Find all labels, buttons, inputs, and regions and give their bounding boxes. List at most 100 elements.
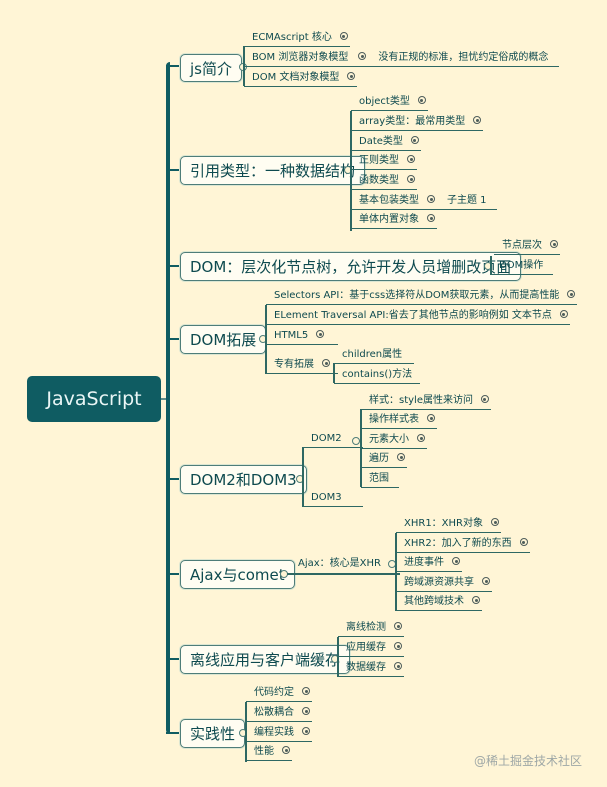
- subtopic[interactable]: ECMAscript 核心: [244, 32, 350, 47]
- subtopic[interactable]: 松散耦合: [246, 707, 312, 722]
- expand-icon[interactable]: [339, 32, 348, 40]
- expand-icon[interactable]: [473, 116, 482, 124]
- subtopic[interactable]: 应用缓存: [338, 642, 404, 657]
- subtopic[interactable]: 函数类型: [351, 175, 417, 190]
- expand-icon[interactable]: [427, 414, 435, 422]
- collapse-icon[interactable]: [358, 52, 367, 60]
- subtopic[interactable]: 范围: [361, 473, 399, 488]
- expand-icon[interactable]: [417, 434, 425, 442]
- expand-icon[interactable]: [407, 155, 415, 163]
- expand-icon[interactable]: [417, 96, 426, 104]
- subtopic-label: 范围: [369, 473, 389, 484]
- subtopic[interactable]: contains()方法: [334, 369, 420, 384]
- subtopic[interactable]: ELement Traversal API:省去了其他节点的影响例如 文本节点: [266, 310, 570, 325]
- collapse-toggle-icon[interactable]: [344, 166, 352, 174]
- expand-icon[interactable]: [397, 453, 405, 461]
- subtopic-dom3[interactable]: DOM3: [303, 492, 363, 507]
- main-trunk-line: [166, 62, 170, 734]
- subtopic[interactable]: 节点层次: [494, 240, 560, 255]
- topic-offline-apps[interactable]: 离线应用与客户端缓存: [180, 645, 351, 674]
- root-topic-javascript[interactable]: JavaScript: [27, 376, 161, 422]
- expand-icon[interactable]: [491, 518, 499, 526]
- subtopic-dom2[interactable]: DOM2: [303, 433, 363, 448]
- expand-icon[interactable]: [316, 330, 325, 338]
- collapse-icon[interactable]: [322, 359, 330, 367]
- subtopic[interactable]: 操作样式表: [361, 414, 437, 429]
- collapse-toggle-icon[interactable]: [331, 655, 339, 663]
- subtopic[interactable]: 遍历: [361, 453, 407, 468]
- subtopic-label: 正则类型: [359, 155, 399, 166]
- topic-dom-extensions[interactable]: DOM拓展: [180, 325, 267, 354]
- subtopic[interactable]: HTML5: [266, 330, 338, 345]
- expand-icon[interactable]: [407, 175, 415, 183]
- subtopic[interactable]: BOM 浏览器对象模型没有正规的标准，担忧约定俗成的概念: [244, 52, 559, 67]
- subtopic[interactable]: 基本包装类型子主题 1: [351, 195, 497, 210]
- expand-icon[interactable]: [302, 687, 310, 695]
- topic-ajax-comet[interactable]: Ajax与comet: [180, 560, 295, 589]
- subtopic-label: 元素大小: [369, 434, 409, 445]
- topic-practice[interactable]: 实践性: [180, 719, 246, 748]
- collapse-toggle-icon[interactable]: [239, 729, 247, 737]
- subtopic[interactable]: 离线检测: [338, 622, 404, 637]
- expand-icon[interactable]: [302, 707, 310, 715]
- expand-icon[interactable]: [394, 662, 402, 670]
- expand-icon[interactable]: [550, 240, 558, 248]
- subtopic[interactable]: 性能: [246, 746, 292, 761]
- expand-icon[interactable]: [567, 290, 576, 298]
- subtopic[interactable]: XHR1：XHR对象: [396, 518, 501, 533]
- expand-icon[interactable]: [394, 622, 402, 630]
- subtopic[interactable]: 元素大小: [361, 434, 427, 449]
- subtopic-label: 进度事件: [404, 557, 444, 568]
- collapse-toggle-icon[interactable]: [296, 475, 304, 483]
- expand-icon[interactable]: [519, 538, 528, 546]
- expand-icon[interactable]: [394, 642, 402, 650]
- subtopic[interactable]: 其他跨域技术: [396, 596, 482, 611]
- subtopic[interactable]: object类型: [351, 96, 428, 111]
- subtopic[interactable]: 数据缓存: [338, 662, 404, 677]
- topic-label: Ajax与comet: [190, 566, 285, 584]
- topic-dom[interactable]: DOM：层次化节点树，允许开发人员增删改页面: [180, 252, 522, 281]
- subtopic[interactable]: 单体内置对象: [351, 214, 437, 229]
- trunk-branch: [166, 658, 180, 660]
- subtopic[interactable]: Selectors API：基于css选择符从DOM获取元素，从而提高性能: [266, 290, 578, 305]
- subtopic[interactable]: Date类型: [351, 136, 421, 151]
- topic-dom2-dom3[interactable]: DOM2和DOM3: [180, 465, 307, 494]
- subtopic[interactable]: 跨域源资源共享: [396, 577, 492, 592]
- subtopic[interactable]: 正则类型: [351, 155, 417, 170]
- subtopic-label: DOM2: [311, 433, 342, 444]
- subtopic[interactable]: 代码约定: [246, 687, 312, 702]
- expand-icon[interactable]: [472, 596, 480, 604]
- subtopic-label: 编程实践: [254, 727, 294, 738]
- subtopic[interactable]: children属性: [334, 349, 414, 364]
- subtopic[interactable]: XHR2：加入了新的东西: [396, 538, 530, 553]
- expand-icon[interactable]: [480, 395, 489, 403]
- root-connector: [161, 398, 167, 400]
- expand-icon[interactable]: [559, 310, 568, 318]
- subtopic-ajax[interactable]: Ajax：核心是XHR: [290, 558, 383, 572]
- trunk-branch: [166, 478, 180, 480]
- expand-icon[interactable]: [282, 746, 290, 754]
- expand-icon[interactable]: [410, 136, 419, 144]
- subtopic-label: 操作样式表: [369, 414, 419, 425]
- topic-reference-types[interactable]: 引用类型：一种数据结构: [180, 156, 366, 185]
- expand-icon[interactable]: [452, 557, 460, 565]
- subtopic-label: DOM 文档对象模型: [252, 72, 340, 83]
- trunk-branch: [166, 573, 180, 575]
- expand-icon[interactable]: [302, 727, 310, 735]
- collapse-toggle-icon[interactable]: [259, 335, 267, 343]
- collapse-icon[interactable]: [427, 195, 435, 203]
- collapse-toggle-icon[interactable]: [352, 437, 360, 445]
- subtopic[interactable]: 编程实践: [246, 727, 312, 742]
- expand-icon[interactable]: [482, 577, 490, 585]
- subtopic[interactable]: 专有拓展: [266, 359, 338, 374]
- subtopic[interactable]: DOM 文档对象模型: [244, 72, 358, 87]
- topic-js-intro[interactable]: js简介: [180, 54, 242, 82]
- subtopic[interactable]: 进度事件: [396, 557, 462, 572]
- expand-icon[interactable]: [427, 214, 435, 222]
- subtopic[interactable]: array类型：最常用类型: [351, 116, 484, 131]
- subtopic-label: 数据缓存: [346, 662, 386, 673]
- subtopic[interactable]: DOM操作: [491, 260, 553, 275]
- expand-icon[interactable]: [347, 72, 356, 80]
- subtopic[interactable]: 样式：style属性来访问: [361, 395, 491, 410]
- collapse-toggle-icon[interactable]: [484, 262, 492, 270]
